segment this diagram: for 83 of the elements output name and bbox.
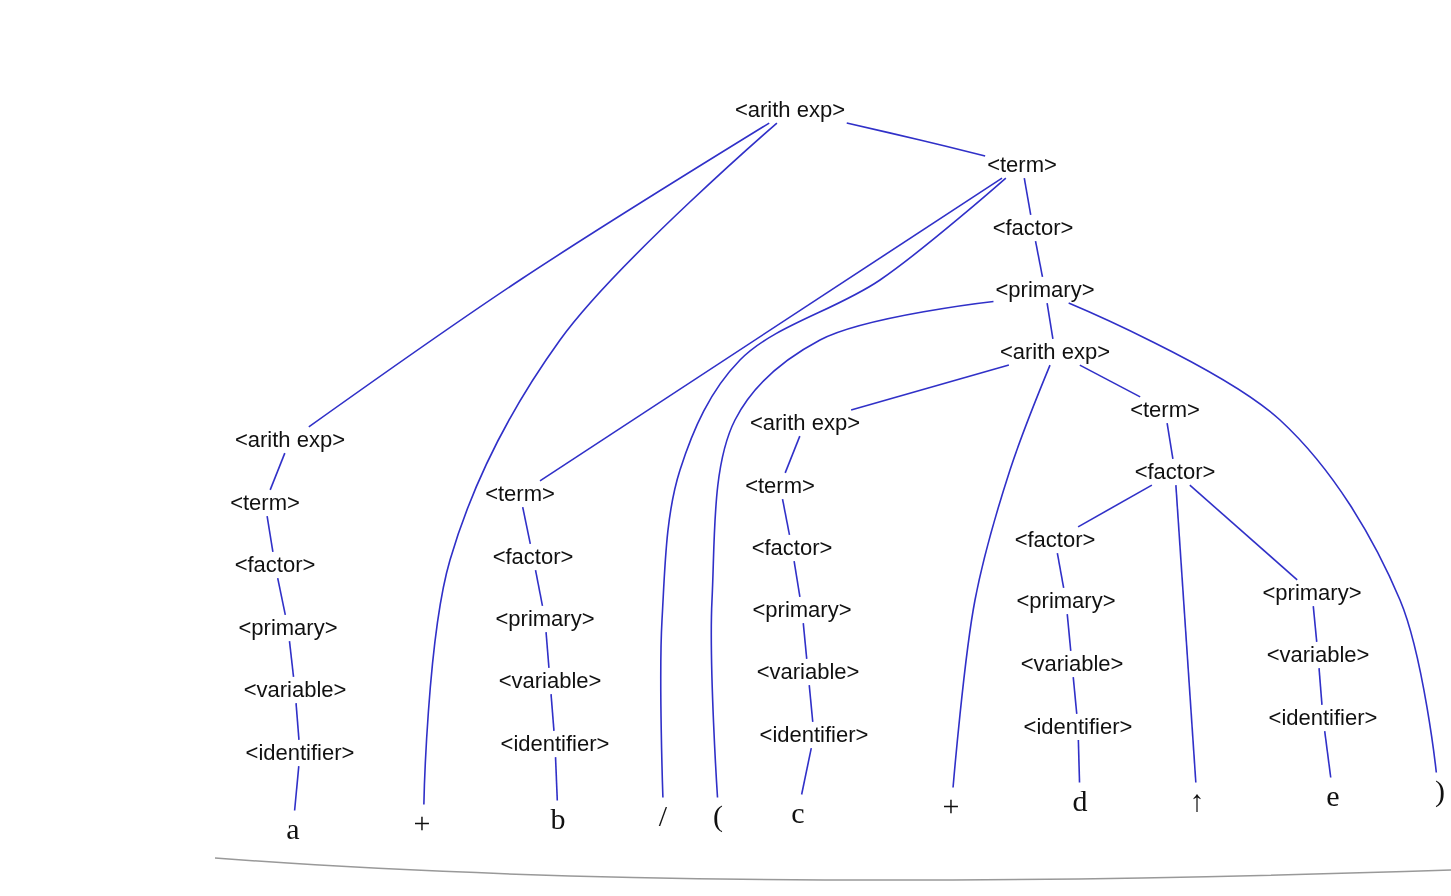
tree-branch bbox=[308, 122, 770, 428]
tree-branch bbox=[850, 364, 1010, 411]
tree-branch bbox=[793, 560, 801, 598]
tree-branch bbox=[266, 515, 274, 553]
grammar-symbol: <variable> bbox=[754, 658, 862, 686]
grammar-symbol: <identifier> bbox=[1021, 713, 1135, 741]
tree-branch bbox=[1067, 302, 1438, 774]
grammar-symbol: <primary> bbox=[1014, 587, 1118, 615]
tree-branch bbox=[1175, 484, 1197, 784]
terminal-symbol: + bbox=[940, 787, 962, 823]
tree-branch bbox=[293, 765, 300, 812]
grammar-symbol: <factor> bbox=[232, 551, 318, 579]
tree-branch bbox=[539, 177, 1003, 482]
tree-branch bbox=[952, 364, 1051, 789]
tree-branch bbox=[1323, 730, 1332, 779]
tree-branch bbox=[550, 693, 555, 732]
tree-branch bbox=[808, 684, 814, 723]
grammar-symbol: <arith exp> bbox=[747, 409, 863, 437]
tree-branch bbox=[269, 452, 286, 491]
grammar-symbol: <variable> bbox=[241, 676, 349, 704]
tree-branch bbox=[1166, 422, 1174, 460]
grammar-symbol: <primary> bbox=[493, 605, 597, 633]
tree-branch bbox=[276, 577, 287, 616]
terminal-symbol: ↑ bbox=[1187, 782, 1207, 818]
tree-branch bbox=[1077, 484, 1153, 528]
tree-branch bbox=[1189, 484, 1298, 581]
tree-branch bbox=[1312, 605, 1318, 643]
tree-branch bbox=[423, 122, 778, 806]
tree-branch bbox=[1066, 613, 1072, 652]
tree-branch bbox=[1046, 302, 1054, 340]
grammar-symbol: <term> bbox=[228, 489, 302, 517]
terminal-symbol: ( bbox=[711, 797, 725, 833]
terminal-symbol: d bbox=[1070, 782, 1090, 818]
grammar-symbol: <arith exp> bbox=[732, 96, 848, 124]
grammar-symbol: <identifier> bbox=[1266, 704, 1380, 732]
tree-branch bbox=[1023, 177, 1032, 216]
tree-branch bbox=[1318, 667, 1323, 706]
grammar-symbol: <variable> bbox=[496, 667, 604, 695]
grammar-symbol: <term> bbox=[743, 472, 817, 500]
grammar-symbol: <identifier> bbox=[498, 730, 612, 758]
tree-branch bbox=[781, 498, 791, 536]
tree-branch bbox=[802, 622, 808, 660]
tree-branch bbox=[295, 702, 300, 741]
grammar-symbol: <term> bbox=[985, 151, 1059, 179]
terminal-symbol: + bbox=[411, 804, 433, 840]
tree-branch bbox=[710, 300, 995, 799]
tree-branch bbox=[1077, 739, 1081, 784]
terminal-symbol: e bbox=[1324, 777, 1342, 813]
tree-branch bbox=[521, 506, 532, 545]
tree-branch bbox=[288, 640, 295, 678]
grammar-symbol: <arith exp> bbox=[997, 338, 1113, 366]
grammar-symbol: <term> bbox=[1128, 396, 1202, 424]
terminal-symbol: / bbox=[656, 797, 670, 833]
terminal-symbol: a bbox=[284, 810, 302, 846]
grammar-symbol: <term> bbox=[483, 480, 557, 508]
grammar-symbol: <primary> bbox=[236, 614, 340, 642]
terminal-symbol: c bbox=[789, 794, 807, 830]
tree-branch bbox=[1072, 676, 1078, 715]
grammar-symbol: <primary> bbox=[1260, 579, 1364, 607]
tree-branch bbox=[545, 631, 550, 669]
grammar-symbol: <arith exp> bbox=[232, 426, 348, 454]
tree-branch bbox=[845, 122, 986, 157]
grammar-symbol: <factor> bbox=[1012, 526, 1098, 554]
tree-branch bbox=[1034, 240, 1044, 278]
terminal-symbol: b bbox=[548, 800, 568, 836]
grammar-symbol: <identifier> bbox=[757, 721, 871, 749]
grammar-symbol: <primary> bbox=[993, 276, 1097, 304]
grammar-symbol: <variable> bbox=[1264, 641, 1372, 669]
grammar-symbol: <primary> bbox=[750, 596, 854, 624]
tree-branch bbox=[554, 756, 559, 802]
tree-branch bbox=[1056, 552, 1065, 589]
grammar-symbol: <factor> bbox=[490, 543, 576, 571]
tree-branch bbox=[660, 177, 1007, 799]
tree-branch bbox=[534, 569, 544, 607]
grammar-symbol: <variable> bbox=[1018, 650, 1126, 678]
grammar-symbol: <factor> bbox=[749, 534, 835, 562]
tree-branch bbox=[800, 747, 813, 796]
tree-branch bbox=[1079, 364, 1141, 398]
terminal-symbol: ) bbox=[1433, 772, 1447, 808]
grammar-symbol: <identifier> bbox=[243, 739, 357, 767]
tree-branch bbox=[784, 435, 801, 474]
grammar-symbol: <factor> bbox=[1132, 458, 1218, 486]
grammar-symbol: <factor> bbox=[990, 214, 1076, 242]
